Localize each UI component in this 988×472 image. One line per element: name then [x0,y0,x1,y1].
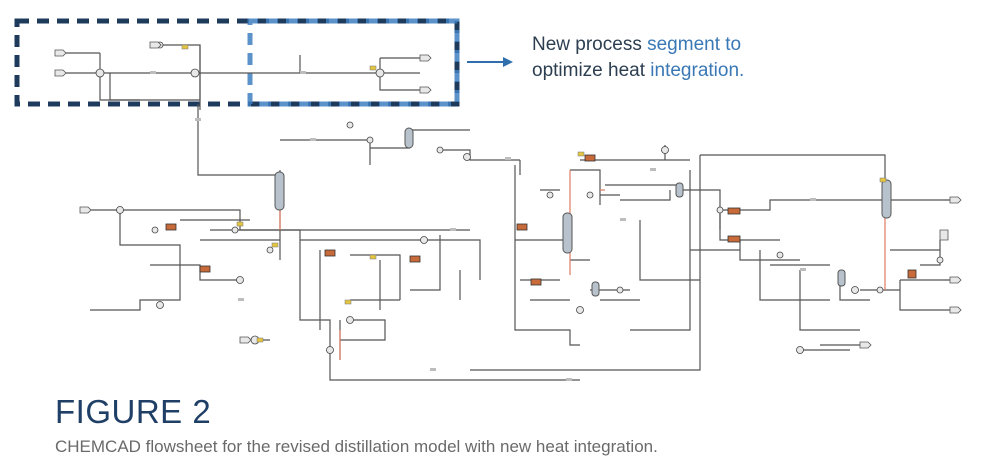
equipment-symbols [95,41,944,354]
callout-line-2-highlight: integration. [650,60,745,81]
column-3 [562,212,573,254]
column-7 [837,269,846,287]
figure-caption: CHEMCAD flowsheet for the revised distil… [55,437,658,456]
column-4 [881,179,892,219]
callout-text: New process segment to optimize heat int… [532,32,744,84]
callout-arrow [467,57,513,67]
column-5 [675,182,684,198]
callout-line-1-highlight: segment to [647,34,742,55]
distillation-columns [274,127,892,297]
new-segment-highlight-box [14,18,460,107]
indicator-tags [181,44,887,343]
process-streams [55,44,960,381]
chemcad-flowsheet [14,18,962,381]
stream-terminals [54,41,962,349]
column-6 [591,281,600,297]
callout-line-2: optimize heat integration. [532,58,744,84]
callout-line-1: New process segment to [532,32,744,58]
callout-line-1-prefix: New process [532,34,648,55]
heat-exchangers [165,154,917,286]
column-2 [404,127,414,149]
callout-line-2-prefix: optimize heat [532,60,651,81]
column-1 [274,171,285,211]
figure-title: FIGURE 2 [55,393,212,430]
stream-label-stubs [150,71,816,381]
